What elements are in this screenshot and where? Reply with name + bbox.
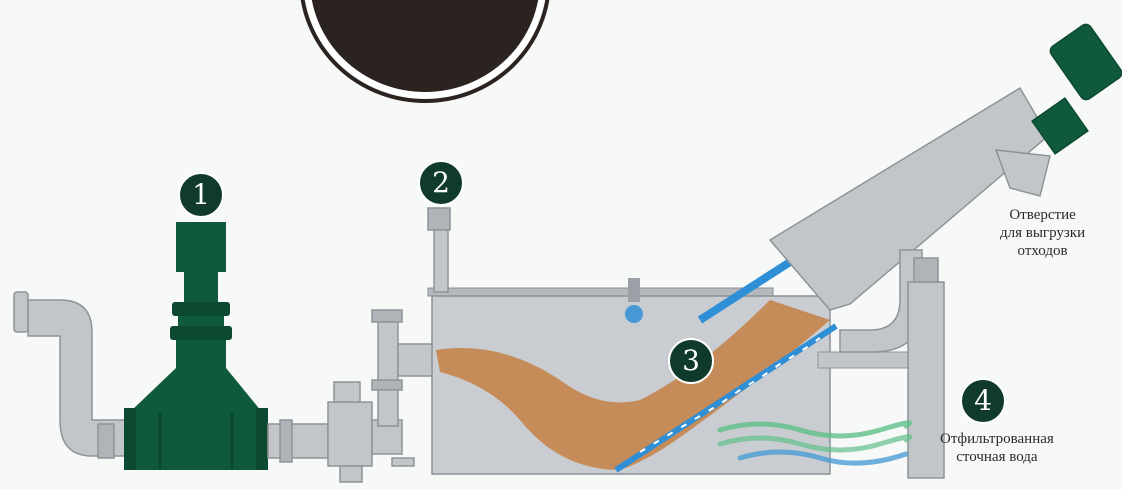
feed-column <box>428 208 450 292</box>
filtered-water-label: Отфильтрованная сточная вода <box>940 430 1054 466</box>
waste-outlet-line-2: для выгрузки <box>1000 224 1085 242</box>
waste-outlet-line-3: отходов <box>1000 242 1085 260</box>
discharge-housing <box>770 22 1122 310</box>
marker-4-badge: 4 <box>960 378 1006 424</box>
marker-3-badge: 3 <box>668 338 714 384</box>
marker-1-badge: 1 <box>178 172 224 218</box>
filtered-water-line-1: Отфильтрованная <box>940 430 1054 448</box>
waste-outlet-line-1: Отверстие <box>1000 206 1085 224</box>
riser-pipe <box>372 310 436 426</box>
connecting-pipe <box>268 420 328 462</box>
pump <box>124 222 268 470</box>
filtered-water-line-2: сточная вода <box>940 448 1054 466</box>
marker-2-badge: 2 <box>418 160 464 206</box>
emblem <box>301 0 549 101</box>
inlet-pipe <box>14 292 130 458</box>
waste-outlet-label: Отверстие для выгрузки отходов <box>1000 206 1085 260</box>
valve <box>328 382 414 482</box>
